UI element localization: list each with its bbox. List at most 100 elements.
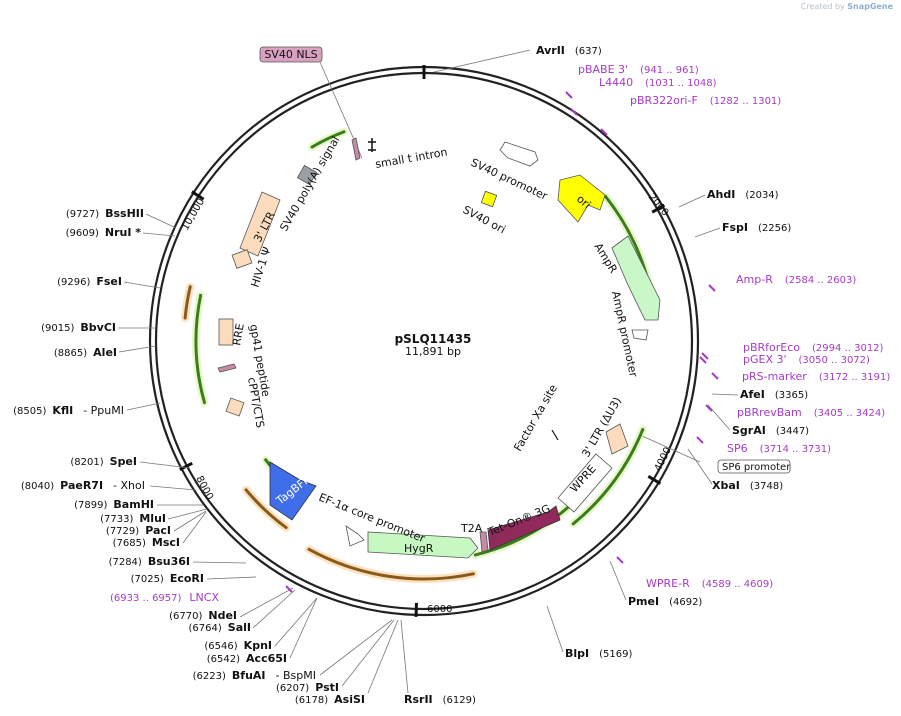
tet-on-arrow <box>487 505 561 551</box>
tick-2000 <box>651 203 666 214</box>
leader-line <box>252 589 296 629</box>
enzyme-acc65i: (6542)Acc65I <box>207 652 287 665</box>
enzyme-afei: AfeI(3365) <box>740 388 808 401</box>
ori-arrow <box>557 174 606 223</box>
tick-marks <box>179 65 666 617</box>
leader-line <box>142 232 176 237</box>
small-t-intron-marker <box>368 138 376 152</box>
orange-arc-lower <box>307 547 475 581</box>
primer-labels: pBABE 3'(941 .. 961) L4440(1031 .. 1048)… <box>110 63 890 604</box>
primer-wpre-r: WPRE-R(4589 .. 4609) <box>646 577 773 590</box>
t2a-label: T2A <box>460 522 483 535</box>
primer-sp6: SP6(3714 .. 3731) <box>727 442 831 455</box>
primer-pgex3: pGEX 3'(3050 .. 3072) <box>743 353 870 366</box>
green-arc-wpre <box>571 427 645 526</box>
enzyme-sgrai: SgrAI(3447) <box>732 424 809 437</box>
hygr-label: HygR <box>404 542 434 555</box>
leader-line <box>139 461 191 469</box>
leader-line <box>145 213 177 229</box>
rre-label: RRE <box>230 322 247 346</box>
leader-line <box>239 587 294 618</box>
primer-marker <box>699 356 707 364</box>
leader-line <box>206 576 257 580</box>
primer-marker <box>616 556 624 564</box>
leader-line <box>639 434 701 463</box>
enzyme-asisi: (6178)AsiSI <box>295 693 365 706</box>
ampr-promoter-arrow <box>631 329 649 341</box>
cppt-box <box>225 397 245 417</box>
sv40-ori-box <box>480 190 498 208</box>
primer-marker <box>696 436 704 444</box>
leader-line <box>711 393 739 396</box>
enzyme-fsei: (9296)FseI <box>57 275 122 288</box>
enzyme-pmei: PmeI(4692) <box>628 595 702 608</box>
factor-xa-label: Factor Xa site <box>511 382 560 453</box>
primer-pbabe: pBABE 3'(941 .. 961) <box>578 63 699 76</box>
rre-box <box>218 318 234 346</box>
enzyme-fspi: FspI(2256) <box>722 221 791 234</box>
enzyme-nrui: (9609)NruI * <box>66 226 142 239</box>
tagbfp-arrow <box>269 461 317 521</box>
feature-labels: SV40 NLS small t intron SV40 promoter SV… <box>230 46 791 555</box>
hiv-psi-box <box>231 249 253 269</box>
primer-pbrrevbam: pBRrevBam(3405 .. 3424) <box>737 406 885 419</box>
label-leaders <box>118 49 739 694</box>
enzyme-mlui: (7733)MluI <box>100 512 166 525</box>
tick-6000: 6000 <box>427 604 452 615</box>
primer-marker <box>701 352 709 360</box>
enzyme-alei: (8865)AleI <box>54 346 117 359</box>
small-t-intron-label: small t intron <box>374 145 448 170</box>
leader-line <box>173 510 207 532</box>
t2a-marker <box>479 531 489 553</box>
sv40-promoter-label: SV40 promoter <box>469 156 550 203</box>
enzyme-rsrii: RsrII(6129) <box>404 693 476 706</box>
enzyme-labels: AvrII(637) AhdI(2034) FspI(2256) AfeI(33… <box>13 44 809 706</box>
tick-4000 <box>647 475 662 485</box>
leader-line <box>707 404 731 431</box>
leader-line <box>678 194 706 208</box>
primer-lncx: (6933 .. 6957)LNCX <box>110 591 219 604</box>
sv40-promoter-arrow <box>499 141 539 167</box>
leader-line <box>319 619 393 676</box>
hygr-arrow <box>367 531 479 559</box>
enzyme-bsu36i: (7284)Bsu36I <box>109 555 190 568</box>
primer-marker <box>570 108 578 116</box>
enzyme-paer7i: (8040)PaeR7I- XhoI <box>21 479 145 492</box>
enzyme-ecori: (7025)EcoRI <box>131 572 204 585</box>
leader-line <box>126 402 161 411</box>
sp6-promoter-box <box>717 459 791 474</box>
sv40-nls-marker <box>351 137 361 161</box>
leader-line <box>433 49 531 73</box>
ltr-3-du3-box <box>605 423 629 455</box>
enzyme-bbvci: (9015)BbvCI <box>41 321 116 334</box>
green-arc-left <box>194 293 206 405</box>
leader-line <box>687 448 713 485</box>
orange-arc-left <box>244 488 288 530</box>
leader-line <box>192 561 247 564</box>
sv40-nls-label: SV40 NLS <box>264 48 317 61</box>
green-arc-top <box>310 130 346 149</box>
leader-line <box>341 619 395 687</box>
enzyme-blpi: BlpI(5169) <box>565 647 632 660</box>
ef1a-arrow <box>345 525 365 547</box>
tick-10000: 10,000 <box>180 197 207 233</box>
primer-pbrforeco: pBRforEco(2994 .. 3012) <box>743 341 884 354</box>
tick-8000: 8000 <box>193 474 215 502</box>
primer-prs-marker: pRS-marker(3172 .. 3191) <box>742 370 890 383</box>
primer-marker <box>285 585 293 593</box>
leader-line <box>289 597 318 659</box>
orange-arc-upper <box>183 285 192 320</box>
enzyme-bamhi: (7899)BamHI <box>74 498 154 511</box>
leader-line <box>167 508 208 520</box>
leader-line <box>367 619 399 694</box>
leader-line <box>546 605 564 653</box>
sv40-polya-box <box>296 164 318 186</box>
primer-marker <box>708 284 716 292</box>
leader-line <box>694 227 721 238</box>
enzyme-ndei: (6770)NdeI <box>169 609 237 622</box>
wpre-box <box>557 453 613 513</box>
enzyme-basshii: (9727)BssHII <box>66 207 144 220</box>
enzyme-psti: (6207)PstI <box>276 681 339 694</box>
primer-ampr: Amp-R(2584 .. 2603) <box>736 273 856 286</box>
